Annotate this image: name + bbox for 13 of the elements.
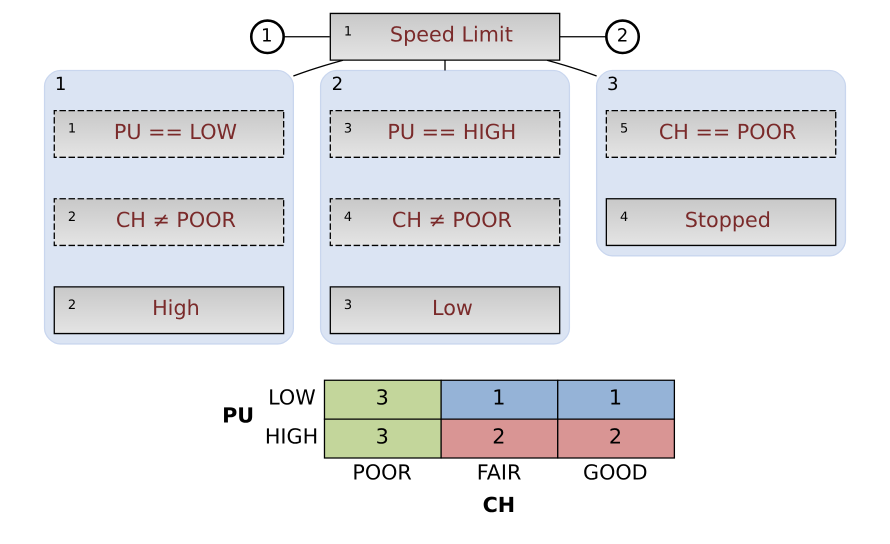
label: 3	[376, 386, 389, 410]
label: CH	[482, 493, 516, 518]
label: 2	[608, 424, 622, 448]
label: FAIR	[476, 460, 522, 485]
label: 2	[492, 424, 506, 448]
label: LOW	[268, 386, 316, 410]
label: GOOD	[583, 460, 648, 485]
label: HIGH	[264, 424, 318, 448]
label: 1	[608, 386, 622, 410]
label: POOR	[352, 460, 412, 485]
label: 1	[492, 386, 506, 410]
label: 3	[376, 424, 389, 448]
label: PU	[222, 404, 254, 428]
